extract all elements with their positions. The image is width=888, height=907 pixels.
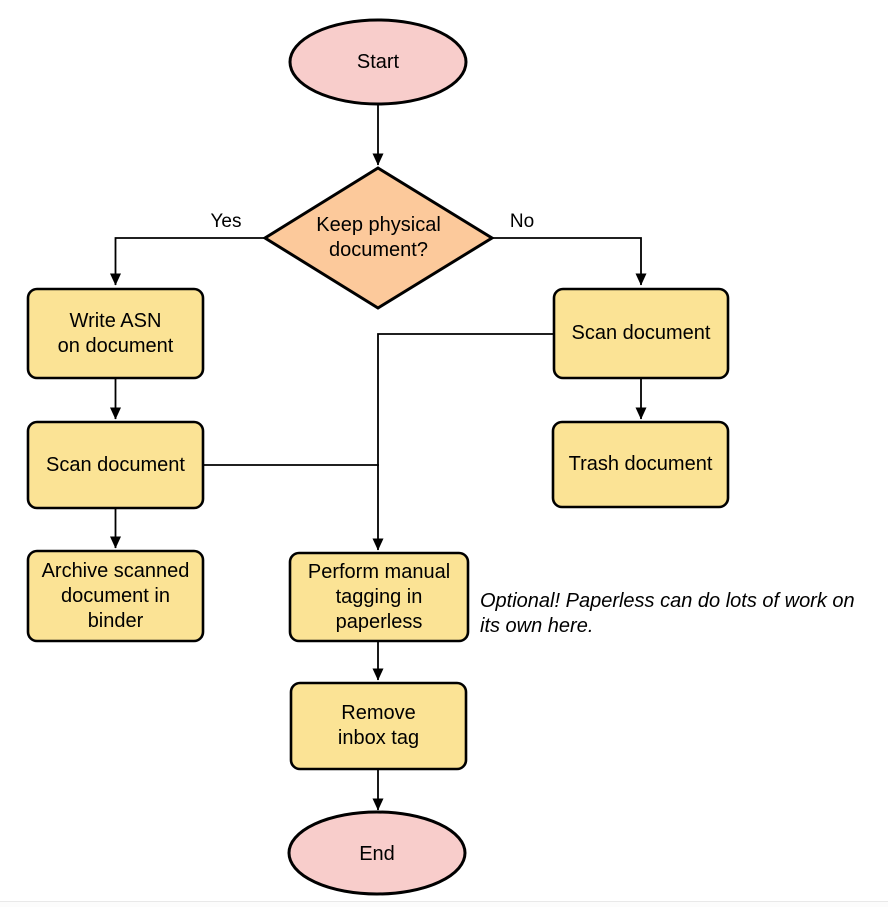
tagging-shape <box>288 551 470 643</box>
yes-edge-label: Yes <box>210 211 242 232</box>
optional-note: Optional! Paperless can do lots of work … <box>480 590 855 637</box>
end-terminal-shape <box>287 810 467 896</box>
edge-decision-yes <box>110 237 265 286</box>
edge-decision-no <box>492 237 647 286</box>
archive-shape <box>26 549 205 643</box>
edge-scanright-to-tagging <box>372 333 554 551</box>
no-edge-label: No <box>509 211 535 232</box>
scan-right-shape <box>552 287 730 380</box>
scan-left-shape <box>26 420 205 510</box>
page-bottom-edge <box>0 901 888 907</box>
write-asn-shape <box>26 287 205 380</box>
remove-tag-shape <box>289 681 468 771</box>
trash-shape <box>551 420 730 509</box>
decision-diamond-shape <box>262 166 495 310</box>
start-terminal-shape <box>288 18 468 106</box>
